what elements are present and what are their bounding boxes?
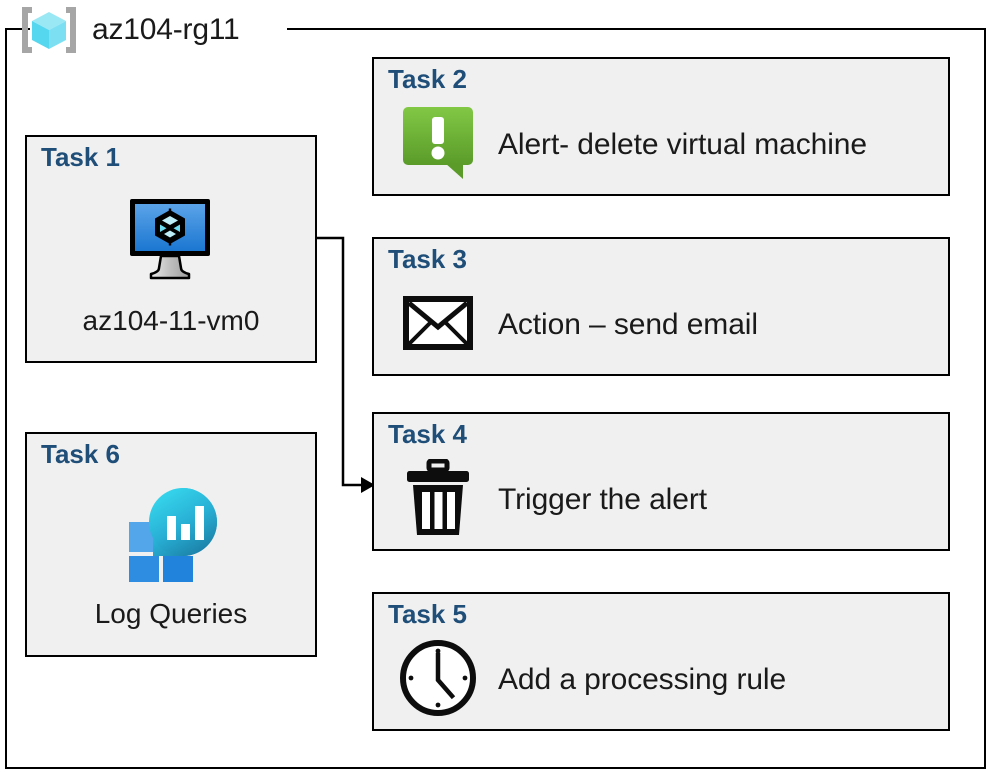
log-analytics-icon [119, 486, 223, 587]
trash-can-icon [405, 458, 471, 542]
task5-card[interactable]: Task 5 Add a processing rule [372, 592, 950, 731]
task1-title: Task 1 [41, 142, 121, 172]
resource-group-header: az104-rg11 [18, 2, 240, 58]
task1-label: az104-11-vm0 [82, 305, 260, 336]
envelope-icon [403, 295, 473, 355]
task4-label: Trigger the alert [498, 483, 707, 516]
task6-card[interactable]: Task 6 [25, 432, 317, 657]
frame-right-edge [984, 28, 986, 769]
task3-content-row: Action – send email [400, 283, 758, 367]
task5-title: Task 5 [388, 599, 468, 629]
task1-icon-container [27, 195, 315, 287]
task3-label: Action – send email [498, 308, 758, 341]
task3-icon-container [400, 295, 476, 355]
task4-icon-container [400, 458, 476, 542]
resource-group-name: az104-rg11 [92, 13, 240, 46]
task6-label: Log Queries [94, 598, 248, 629]
task4-content-row: Trigger the alert [400, 456, 707, 544]
frame-bottom-edge [5, 767, 986, 769]
task6-title: Task 6 [41, 439, 121, 469]
task1-card[interactable]: Task 1 [25, 135, 317, 363]
task3-card[interactable]: Task 3 Action – send email [372, 237, 950, 376]
task2-icon-container [400, 105, 476, 186]
frame-left-edge [5, 28, 7, 769]
alert-bubble-icon [401, 105, 475, 186]
task2-card[interactable]: Task 2 [372, 57, 950, 196]
task5-icon-container [400, 638, 476, 723]
frame-top-right-segment [287, 28, 986, 30]
task2-content-row: Alert- delete virtual machine [400, 103, 867, 187]
task4-card[interactable]: Task 4 [372, 412, 950, 551]
task3-title: Task 3 [388, 244, 468, 274]
resource-group-cube-icon [18, 4, 80, 56]
virtual-machine-icon [125, 196, 217, 287]
task4-title: Task 4 [388, 419, 468, 449]
task5-content-row: Add a processing rule [400, 636, 786, 724]
task5-label: Add a processing rule [498, 663, 787, 696]
task6-icon-container [27, 486, 315, 586]
frame-top-left-segment [5, 28, 30, 30]
task2-label: Alert- delete virtual machine [498, 128, 867, 161]
task2-title: Task 2 [388, 64, 468, 94]
clock-icon [398, 638, 478, 723]
